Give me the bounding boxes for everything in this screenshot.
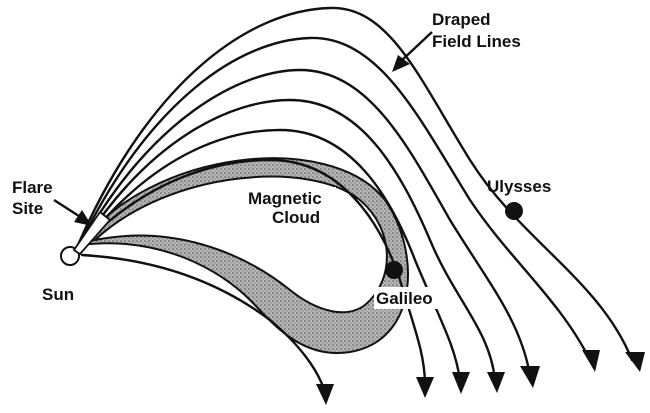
cloud-label-line2: Cloud	[272, 208, 320, 227]
arrowhead-1	[625, 352, 645, 372]
arrowhead-6	[416, 377, 434, 398]
cloud-label-line1: Magnetic	[248, 189, 322, 208]
sun-label: Sun	[42, 285, 74, 304]
arrowhead-7	[316, 384, 334, 405]
arrowhead-4	[487, 372, 505, 393]
ulysses-label: Ulysses	[487, 177, 551, 196]
flare-label-line1: Flare	[12, 178, 53, 197]
arrowhead-5	[452, 372, 470, 394]
magnetic-cloud-shape	[80, 158, 408, 353]
galileo-label: Galileo	[376, 289, 433, 308]
galileo-marker	[385, 261, 403, 279]
flare-label-line2: Site	[12, 199, 43, 218]
ulysses-marker	[505, 202, 523, 220]
flare-pointer-arrow	[54, 200, 92, 226]
arrowhead-3	[520, 366, 540, 388]
field-line-arrowheads	[316, 350, 645, 405]
draped-label-line1: Draped	[432, 10, 491, 29]
arrowhead-2	[582, 350, 600, 372]
draped-label-line2: Field Lines	[432, 32, 521, 51]
